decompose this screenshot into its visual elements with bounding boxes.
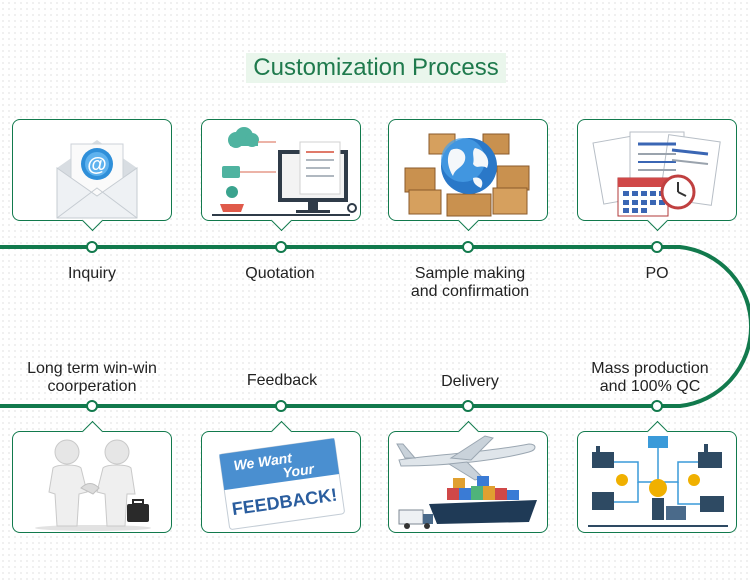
documents-calendar-clock-icon: [592, 131, 721, 217]
track-node: [86, 400, 98, 412]
track-node: [462, 241, 474, 253]
track-node: [86, 241, 98, 253]
step-card-delivery: [388, 420, 548, 533]
step-label-feedback: Feedback: [246, 372, 318, 389]
step-label-quotation: Quotation: [245, 265, 315, 282]
track-node: [651, 400, 663, 412]
globe-boxes-icon: [404, 133, 530, 217]
step-label-po: PO: [645, 265, 669, 282]
handshake-icon: [35, 439, 151, 531]
step-card-feedback: We Want Your FEEDBACK!: [201, 420, 361, 533]
feedback-card-line-2: Your: [282, 460, 317, 480]
factory-network-icon: [588, 436, 728, 527]
step-card-cooperation: [12, 420, 172, 533]
plane-ship-truck-icon: [396, 435, 537, 529]
step-card-po: [577, 119, 737, 232]
step-card-mass-production: [577, 420, 737, 533]
step-label-delivery: Delivery: [441, 373, 499, 390]
step-card-sample-making: [388, 119, 548, 232]
track-node: [275, 241, 287, 253]
page-title: Customization Process: [246, 53, 506, 83]
track-node: [462, 400, 474, 412]
step-card-quotation: [201, 119, 361, 232]
feedback-card-icon: We Want Your FEEDBACK!: [219, 438, 345, 530]
step-card-inquiry: @: [12, 119, 172, 232]
email-envelope-icon: @: [56, 140, 138, 219]
computer-document-icon: [212, 127, 357, 216]
track-node: [275, 400, 287, 412]
track-node: [651, 241, 663, 253]
svg-text:@: @: [87, 154, 107, 176]
step-label-inquiry: Inquiry: [67, 265, 117, 282]
